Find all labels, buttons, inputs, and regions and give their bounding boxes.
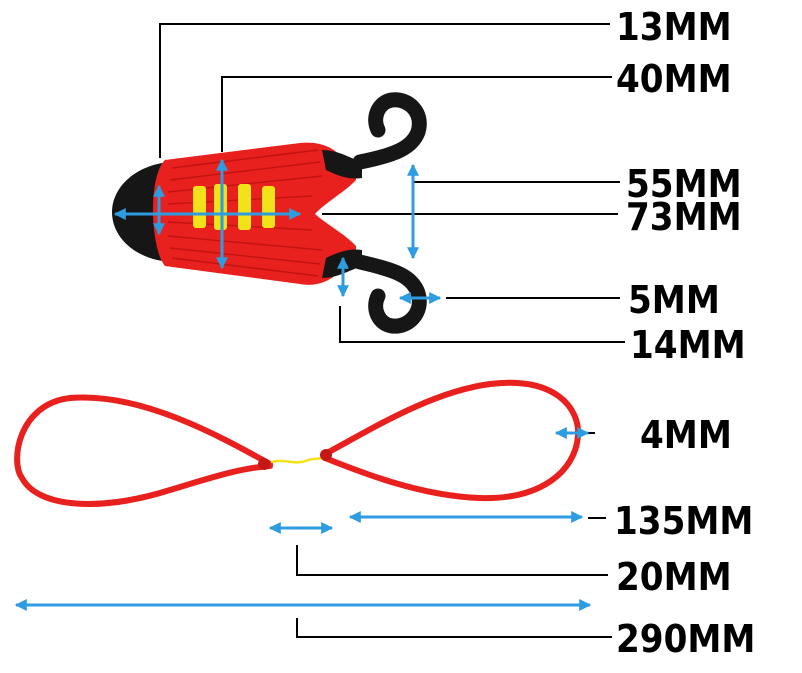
leader-13mm (159, 23, 610, 158)
band-left-loop (14, 394, 273, 507)
band-connector (270, 454, 328, 464)
label-290mm: 290MM (616, 617, 756, 661)
label-40mm: 40MM (616, 57, 732, 101)
leader-40mm (221, 76, 612, 152)
leader-290mm (296, 618, 612, 638)
upper-fork-wrap (322, 150, 362, 179)
dimension-lines (159, 23, 625, 638)
label-135mm: 135MM (614, 499, 754, 543)
label-5mm: 5MM (628, 278, 720, 322)
label-73mm: 73MM (626, 195, 742, 239)
lower-hook (352, 254, 427, 334)
label-13mm: 13MM (616, 5, 732, 49)
measurement-arrows (14, 158, 592, 611)
band-knot-left (258, 458, 270, 470)
band-right-loop (322, 379, 582, 502)
upper-hook (352, 92, 427, 170)
leader-20mm (296, 545, 608, 576)
label-55mm: 55MM (626, 162, 742, 206)
label-20mm: 20MM (616, 555, 732, 599)
leader-14mm (339, 306, 625, 343)
label-4mm: 4MM (640, 413, 732, 457)
band-knot-right (320, 449, 332, 461)
label-14mm: 14MM (630, 323, 746, 367)
rubber-band-illustration (14, 379, 582, 507)
